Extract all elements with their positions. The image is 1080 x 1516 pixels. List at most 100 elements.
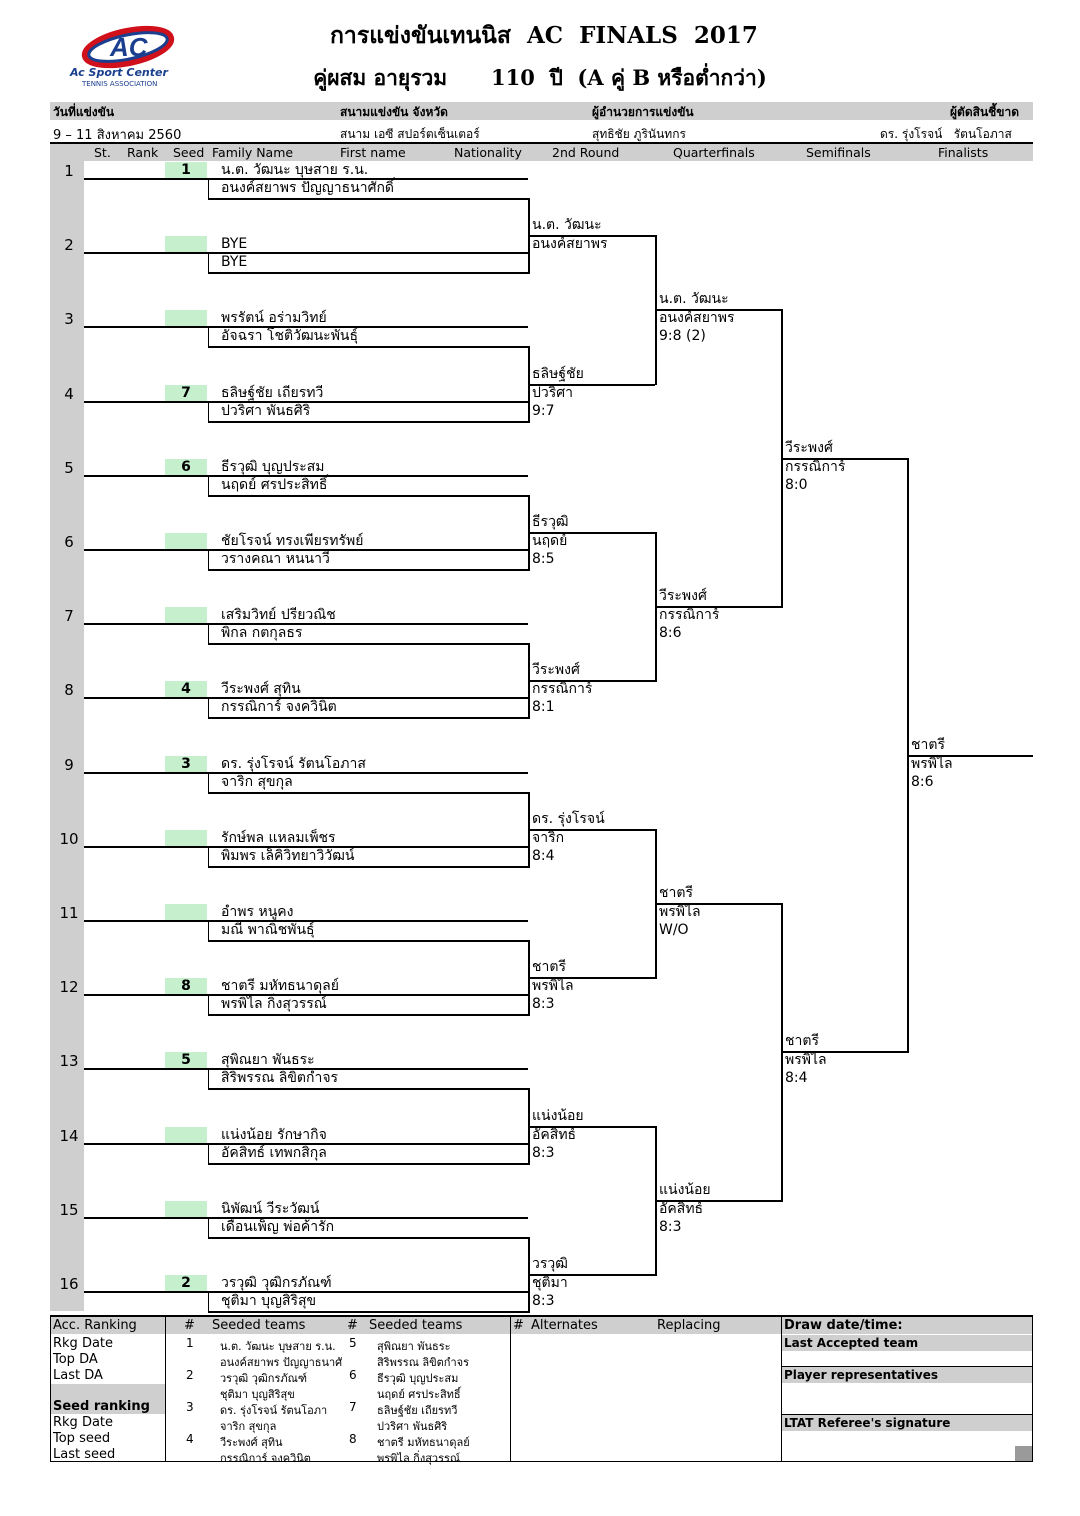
- quarterfinal-line: [655, 309, 781, 312]
- seed-box: 4: [165, 681, 207, 698]
- team-line: [84, 252, 528, 255]
- referee-sig-bar: [782, 1415, 1032, 1431]
- partner-name: อัคสิทธ์ เทพกสิกุล: [221, 1144, 327, 1161]
- team-line: [84, 1291, 528, 1293]
- quarterfinal-partner: กรรณิการ์: [659, 607, 720, 624]
- footer-divider: [510, 1316, 511, 1462]
- seed-number: 6: [349, 1368, 357, 1382]
- team-line: [208, 717, 528, 720]
- partner-name: พิมพร เล็คิวิทยาวิวัฒน์: [221, 847, 355, 864]
- hash-label: #: [513, 1318, 524, 1333]
- column-header: Nationality: [454, 145, 522, 160]
- column-header-bar: [50, 143, 1033, 161]
- column-header: Semifinals: [806, 145, 871, 160]
- logo: AC Ac Sport Center TENNIS ASSOCIATION: [66, 22, 186, 92]
- round2-line: [528, 383, 655, 386]
- player-name: รักษ์พล แหลมเพ็ชร: [221, 829, 336, 846]
- round2-line: [528, 531, 655, 534]
- seed-box: 6: [165, 458, 207, 475]
- partner-name: BYE: [221, 254, 248, 271]
- entry-divider: [208, 772, 209, 792]
- rkg-date-label: Rkg Date: [53, 1415, 114, 1430]
- round2-partner: จาริก: [532, 829, 565, 846]
- quarterfinal-line: [655, 606, 781, 609]
- entry-divider: [208, 401, 209, 421]
- date-label: วันที่แข่งขัน: [53, 105, 115, 119]
- seed-team-player: วีระพงศ์ สุทิน: [220, 1436, 283, 1449]
- round2-partner: อัคสิทธ์: [532, 1126, 577, 1143]
- seed-box: [165, 607, 207, 624]
- entry-divider: [208, 327, 209, 347]
- round2-line: [528, 680, 655, 683]
- seed-box: 8: [165, 978, 207, 995]
- team-line: [208, 420, 528, 423]
- semifinal-winner: ชาตรี: [785, 1033, 819, 1050]
- team-line: [84, 474, 528, 477]
- top-seed-label: Top seed: [53, 1431, 111, 1446]
- round2-winner: ธีรวุฒิ: [532, 513, 569, 530]
- hash-label: #: [184, 1318, 195, 1333]
- team-line: [84, 697, 528, 700]
- referee-signature-label: LTAT Referee's signature: [784, 1416, 951, 1430]
- seed-number: 4: [186, 1432, 194, 1446]
- signature-box: [1015, 1446, 1032, 1461]
- player-name: อำพร หนูคง: [221, 904, 294, 920]
- round2-score: 8:3: [532, 1292, 555, 1309]
- round2-winner: น.ต. วัฒนะ: [532, 217, 602, 234]
- player-reps-bar: [782, 1367, 1032, 1383]
- entry-divider: [208, 846, 209, 866]
- column-header: 2nd Round: [552, 145, 620, 160]
- quarterfinal-line: [655, 902, 781, 905]
- seed-box: [165, 533, 207, 549]
- semifinal-partner: กรรณิการ์: [785, 458, 846, 475]
- last-seed-label: Last seed: [53, 1447, 116, 1462]
- draw-position: 1: [64, 162, 74, 180]
- quarterfinal-line: [655, 1199, 781, 1202]
- draw-position: 4: [64, 384, 74, 403]
- quarterfinal-partner: อนงค์สยาพร: [659, 310, 735, 327]
- draw-position: 12: [59, 978, 79, 997]
- seed-team-player: ดร. รุ่งโรจน์ รัตนโอภา: [220, 1404, 328, 1417]
- final-winner: ชาตรี: [911, 736, 945, 753]
- referee-value: ดร. รุ่งโรจน์ รัตนโอภาส: [880, 127, 1012, 141]
- quarterfinal-partner: พรพิไล: [659, 903, 701, 920]
- team-line: [84, 1142, 528, 1145]
- seed-box: [165, 310, 207, 327]
- player-name: น.ต. วัฒนะ บุษสาย ร.น.: [221, 162, 369, 178]
- seed-team-partner: พรพิไล กิ่งสุวรรณ์: [377, 1452, 461, 1465]
- team-line: [208, 272, 528, 275]
- draw-position: 6: [64, 533, 74, 551]
- round2-score: 8:5: [532, 550, 555, 567]
- seed-number: 5: [349, 1336, 357, 1350]
- last-da-label: Last DA: [53, 1368, 103, 1383]
- entry-divider: [208, 1217, 209, 1237]
- team-line: [84, 845, 528, 848]
- round2-partner: ชุติมา: [532, 1274, 568, 1291]
- seed-team-partner: กรรณิการ์ จงควินิต: [220, 1452, 311, 1465]
- team-line: [208, 1162, 528, 1165]
- team-line: [208, 494, 528, 497]
- team-line: [84, 1216, 528, 1219]
- round2-partner: นฤดย์: [532, 532, 568, 549]
- player-name: ชาตรี มหัทธนาดุลย์: [221, 978, 339, 995]
- seed-number: 7: [349, 1400, 357, 1414]
- round2-line: [528, 235, 655, 238]
- round2-partner: ปวริศา: [532, 384, 574, 401]
- seed-team-partner: ชุติมา บุญสิริสุข: [220, 1388, 295, 1401]
- seed-team-player: ธีรวุฒิ บุญประสม: [377, 1372, 459, 1385]
- player-name: ธีรวุฒิ บุญประสม: [221, 458, 325, 475]
- footer-header-bar: [51, 1317, 1032, 1334]
- date-value: 9 – 11 สิงหาคม 2560: [53, 128, 182, 143]
- replacing-label: Replacing: [657, 1318, 721, 1333]
- team-line: [208, 1014, 528, 1017]
- draw-position: 11: [59, 904, 79, 922]
- partner-name: นฤดย์ ศรประสิทธิ์: [221, 476, 328, 493]
- round2-line: [528, 977, 655, 980]
- team-line: [84, 1068, 528, 1071]
- partner-name: สิริพรรณ ลิขิตกำจร: [221, 1070, 339, 1087]
- partner-name: อนงค์สยาพร ปัญญาธนาศักดิ์: [221, 180, 395, 196]
- partner-name: อัจฉรา โชติวัฒนะพันธุ์: [221, 328, 359, 345]
- partner-name: วรางคณา หนนาวี: [221, 551, 330, 567]
- final-line: [907, 754, 1033, 757]
- round2-line: [528, 1125, 655, 1128]
